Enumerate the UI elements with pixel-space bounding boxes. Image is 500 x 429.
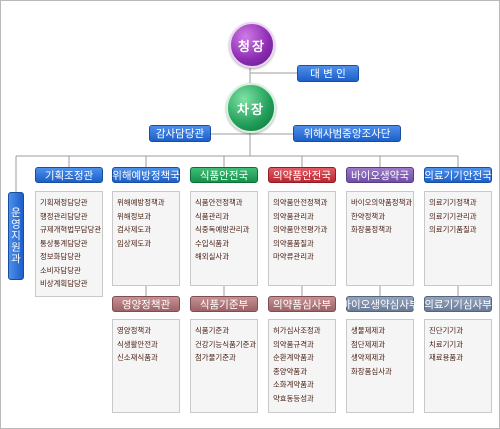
department-header: 위해예방정책국 xyxy=(112,167,180,183)
department-units: 바이오의약품정책과 한약정책과 화장품정책과 xyxy=(346,191,414,286)
unit-item: 해외실사과 xyxy=(195,252,229,261)
department-header: 의약품안전국 xyxy=(268,167,336,183)
unit-item: 위해예방정책과 xyxy=(117,198,165,207)
department-header: 의료기기안전국 xyxy=(424,167,492,183)
unit-item: 한약정책과 xyxy=(351,211,385,221)
unit-item: 식품관리과 xyxy=(195,211,229,221)
operations-label: 운영지원과 xyxy=(9,207,22,265)
subdepartment-units: 허가심사조정과 의약품규격과 순환계약품과 종양약품과 소화계약품과 약효동등성… xyxy=(268,319,336,413)
deputy-label: 차장 xyxy=(237,102,265,118)
subdepartment-header: 영양정책관 xyxy=(112,296,180,312)
unit-item: 행정관리담당관 xyxy=(40,211,88,221)
department-units: 기획재정담당관 행정관리담당관 규제개혁법무담당관 통상통계담당관 정보화담당관… xyxy=(35,191,103,297)
department-header: 바이오생약국 xyxy=(346,167,414,183)
subdepartment-units: 생물제제과 첨단제제과 생약제제과 화장품심사과 xyxy=(346,319,414,413)
unit-item: 진단기기과 xyxy=(429,326,463,335)
unit-item: 식중독예방관리과 xyxy=(195,225,250,234)
unit-item: 영양정책과 xyxy=(117,326,151,335)
unit-item: 치료기기과 xyxy=(429,339,463,349)
spokesperson-label: 대 변 인 xyxy=(310,68,346,80)
unit-item: 첨가물기준과 xyxy=(195,353,236,362)
operations-node: 운영지원과 xyxy=(8,192,24,280)
department-units: 의약품안전정책과 의약품관리과 의약품안전평가과 의약품품질과 마약류관리과 xyxy=(268,191,336,286)
department-units: 의료기기정책과 의료기기관리과 의료기기품질과 xyxy=(424,191,492,286)
unit-item: 의약품안전평가과 xyxy=(273,225,328,234)
unit-item: 의약품안전정책과 xyxy=(273,198,328,207)
unit-item: 기획재정담당관 xyxy=(40,198,88,207)
chief-label: 청장 xyxy=(238,39,266,55)
unit-item: 순환계약품과 xyxy=(273,353,314,362)
unit-item: 생물제제과 xyxy=(351,326,385,335)
subdepartment-units: 식품기준과 건강기능식품기준과 첨가물기준과 xyxy=(190,319,258,413)
unit-item: 규제개혁법무담당관 xyxy=(40,225,102,234)
unit-item: 의료기기관리과 xyxy=(429,211,477,221)
deputy-node: 차장 xyxy=(226,83,276,133)
unit-item: 재료용품과 xyxy=(429,353,463,362)
unit-item: 바이오의약품정책과 xyxy=(351,198,413,207)
unit-item: 허가심사조정과 xyxy=(273,326,321,335)
audit-node: 감사담당관 xyxy=(149,125,211,142)
unit-item: 약효동등성과 xyxy=(273,393,314,403)
unit-item: 화장품심사과 xyxy=(351,366,392,376)
subdepartment-header: 의료기기심사부 xyxy=(424,296,492,312)
unit-item: 건강기능식품기준과 xyxy=(195,339,257,349)
unit-item: 정보화담당관 xyxy=(40,252,81,261)
chief-node: 청장 xyxy=(229,22,275,68)
unit-item: 의료기기정책과 xyxy=(429,198,477,207)
unit-item: 첨단제제과 xyxy=(351,339,385,349)
department-header: 기획조정관 xyxy=(35,167,103,183)
unit-item: 수입식품과 xyxy=(195,238,229,248)
unit-item: 의약품품질과 xyxy=(273,238,314,248)
department-units: 식품안전정책과 식품관리과 식중독예방관리과 수입식품과 해외실사과 xyxy=(190,191,258,286)
unit-item: 소화계약품과 xyxy=(273,380,314,389)
unit-item: 검사제도과 xyxy=(117,225,151,234)
unit-item: 식생활안전과 xyxy=(117,339,158,349)
unit-item: 임상제도과 xyxy=(117,238,151,248)
unit-item: 통상통계담당관 xyxy=(40,238,88,248)
subdepartment-units: 영양정책과 식생활안전과 신소재식품과 xyxy=(112,319,180,413)
investigation-label: 위해사범중앙조사단 xyxy=(303,128,391,140)
subdepartment-header: 식품기준부 xyxy=(190,296,258,312)
unit-item: 위해정보과 xyxy=(117,211,151,221)
unit-item: 소비자담당관 xyxy=(40,265,81,275)
unit-item: 마약류관리과 xyxy=(273,252,314,261)
unit-item: 의약품규격과 xyxy=(273,339,314,349)
unit-item: 화장품정책과 xyxy=(351,225,392,234)
subdepartment-units: 진단기기과 치료기기과 재료용품과 xyxy=(424,319,492,413)
unit-item: 신소재식품과 xyxy=(117,353,158,362)
unit-item: 종양약품과 xyxy=(273,366,307,376)
department-header: 식품안전국 xyxy=(190,167,258,183)
subdepartment-header: 의약품심사부 xyxy=(268,296,336,312)
unit-item: 식품기준과 xyxy=(195,326,229,335)
unit-item: 생약제제과 xyxy=(351,353,385,362)
unit-item: 비상계획담당관 xyxy=(40,279,88,288)
spokesperson-node: 대 변 인 xyxy=(297,65,359,82)
unit-item: 의료기기품질과 xyxy=(429,225,477,234)
audit-label: 감사담당관 xyxy=(155,128,205,140)
department-units: 위해예방정책과 위해정보과 검사제도과 임상제도과 xyxy=(112,191,180,286)
unit-item: 의약품관리과 xyxy=(273,211,314,221)
subdepartment-header: 바이오생약심사부 xyxy=(341,296,419,312)
unit-item: 식품안전정책과 xyxy=(195,198,243,207)
investigation-node: 위해사범중앙조사단 xyxy=(293,125,401,142)
